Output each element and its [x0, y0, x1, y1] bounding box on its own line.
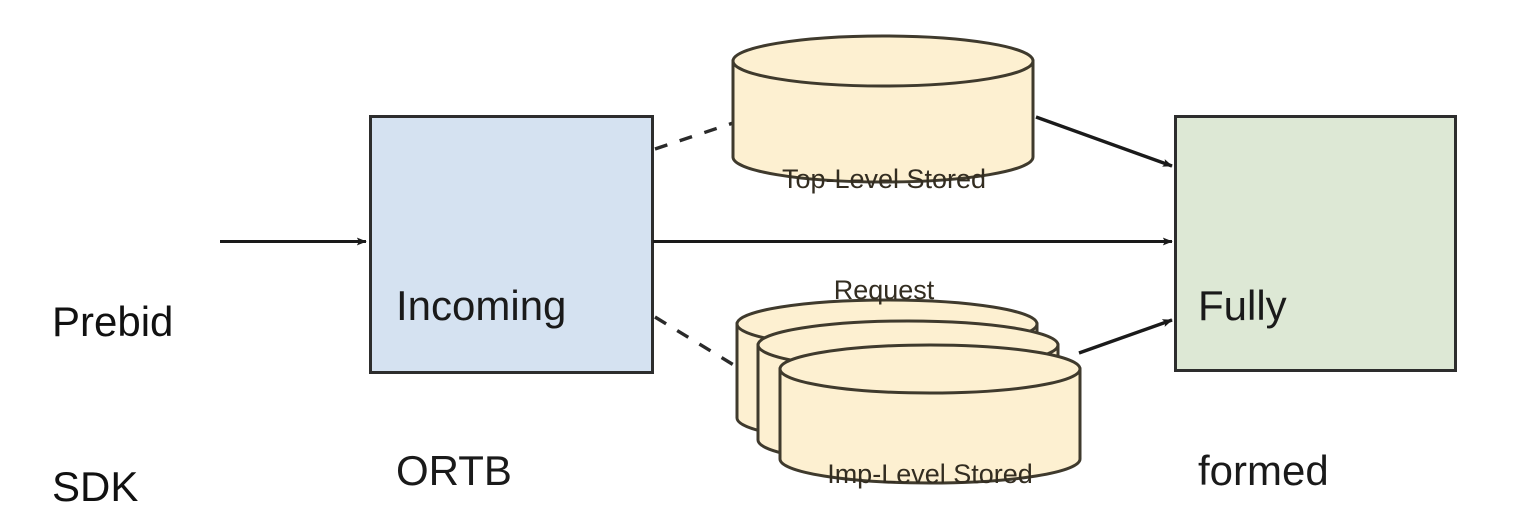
edge-imp-store-to-output	[1078, 318, 1173, 355]
incoming-ortb-skeleton-box[interactable]	[369, 115, 654, 374]
fully-formed-ortb-box[interactable]	[1174, 115, 1457, 372]
edge-process-to-imp-store	[654, 315, 738, 369]
edge-process-to-top-store	[654, 120, 737, 151]
imp-level-stored-requests-cylinder-stack[interactable]	[735, 298, 1082, 485]
imp-store-cylinder-front	[778, 343, 1082, 485]
edge-top-store-to-output	[1035, 115, 1173, 168]
top-level-stored-request-cylinder[interactable]	[731, 34, 1035, 184]
